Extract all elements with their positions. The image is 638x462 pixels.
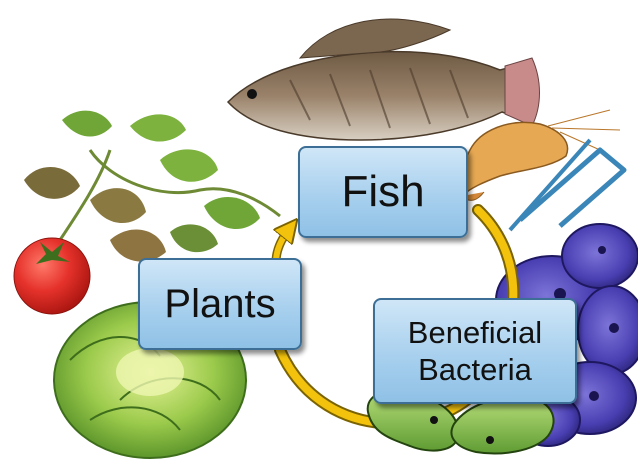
bacteria-node: Beneficial Bacteria: [373, 298, 577, 404]
fish-label: Fish: [341, 167, 424, 217]
fish-node: Fish: [298, 146, 468, 238]
fish-illustration: [228, 19, 540, 140]
bacteria-label-line2: Bacteria: [408, 351, 542, 388]
plants-label: Plants: [164, 282, 275, 327]
plants-node: Plants: [138, 258, 302, 350]
bacteria-label-line1: Beneficial: [408, 314, 542, 351]
